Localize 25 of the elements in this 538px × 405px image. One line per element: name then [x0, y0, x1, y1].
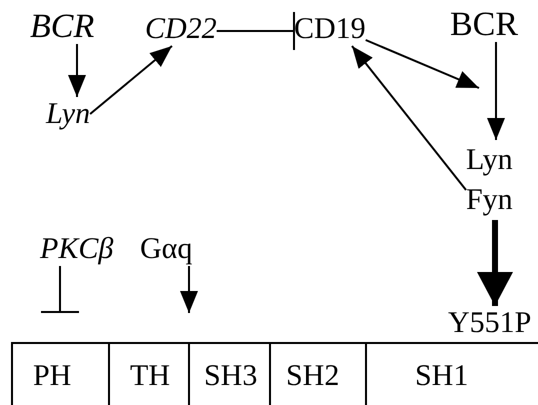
protein-domain: SH2 — [271, 344, 367, 405]
arrow — [68, 44, 86, 97]
thick-arrow — [477, 220, 513, 306]
protein-label: BCR — [450, 8, 518, 42]
protein-label: Y551P — [448, 306, 532, 340]
inhibition-line — [216, 11, 295, 51]
protein-label: CD19 — [294, 12, 366, 46]
arrow — [365, 39, 480, 89]
protein-domain: SH1 — [367, 344, 538, 405]
protein-label: Gαq — [140, 232, 192, 266]
gene-label: BCR — [30, 10, 94, 44]
gene-label: PKCβ — [40, 232, 114, 266]
inhibition-line — [40, 266, 80, 313]
protein-label: Lyn — [466, 142, 513, 178]
arrow — [180, 266, 198, 313]
arrow — [351, 45, 467, 191]
protein-domain-bar — [11, 342, 538, 405]
protein-domain: SH3 — [190, 344, 271, 405]
arrow — [487, 42, 505, 140]
protein-domain: TH — [110, 344, 190, 405]
protein-label: Fyn — [466, 182, 513, 218]
gene-label: CD22 — [145, 12, 217, 46]
gene-label: Lyn — [46, 97, 90, 131]
arrow — [89, 45, 173, 115]
protein-domain: PH — [13, 344, 110, 405]
